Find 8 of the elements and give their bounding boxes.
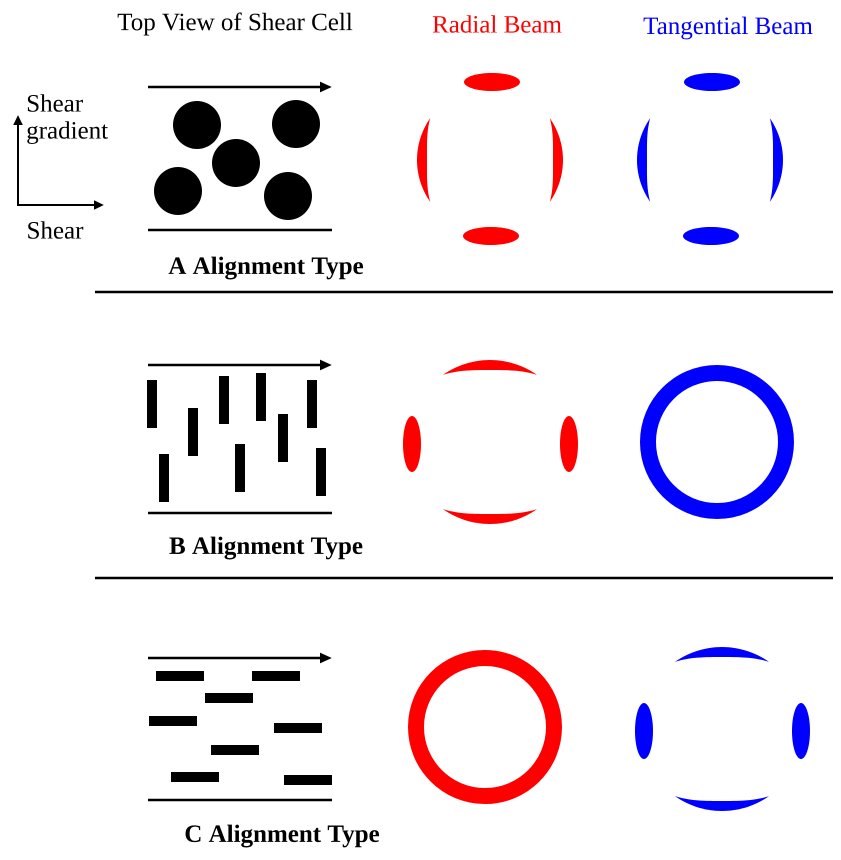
column-heading: Top View of Shear Cell	[118, 12, 352, 36]
panel-label: A Alignment Type	[168, 256, 364, 280]
column-heading: Tangential Beam	[644, 16, 812, 40]
axis-label: Shear	[28, 221, 84, 239]
axis-label: Shear gradient	[27, 94, 108, 144]
panel-label: C Alignment Type	[186, 824, 380, 848]
panel-label: B Alignment Type	[169, 536, 362, 560]
column-heading: Radial Beam	[432, 15, 562, 33]
